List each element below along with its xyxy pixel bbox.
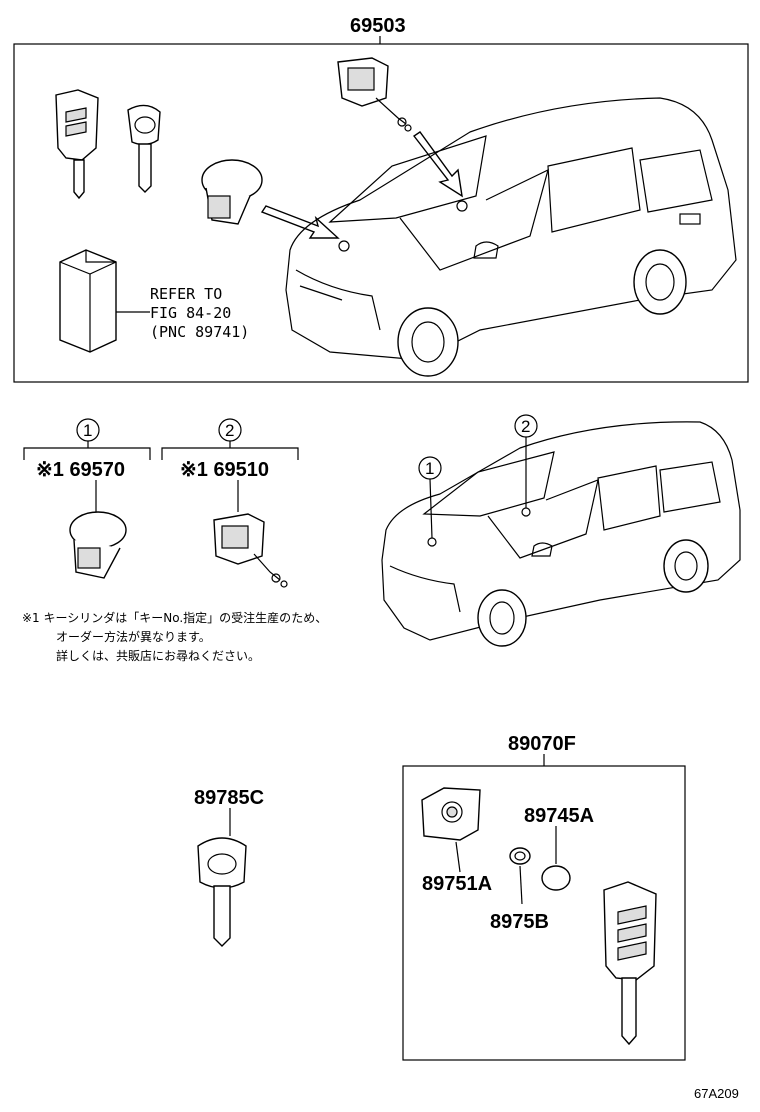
bracket-1 bbox=[23, 441, 151, 460]
label-89751A[interactable]: 89751A bbox=[422, 873, 492, 895]
assembly-box-69503 bbox=[13, 43, 749, 383]
leader-8975B bbox=[519, 865, 523, 905]
arrow-icon bbox=[412, 131, 463, 198]
arrow-icon bbox=[260, 205, 340, 239]
callout-1-vehicle: 1 bbox=[425, 459, 434, 478]
callout-1-label: 1 bbox=[83, 421, 92, 440]
label-69570[interactable]: ※1 69570 bbox=[36, 459, 125, 481]
flip-key-icon[interactable] bbox=[55, 89, 99, 200]
bracket-2 bbox=[161, 441, 299, 460]
label-69510[interactable]: ※1 69510 bbox=[180, 459, 269, 481]
lock-cylinder-icon[interactable] bbox=[69, 511, 127, 579]
seal-ring-icon[interactable] bbox=[509, 847, 531, 865]
door-lock-assembly-icon[interactable] bbox=[213, 513, 288, 588]
vehicle-outline-icon bbox=[285, 97, 737, 377]
label-89070F[interactable]: 89070F bbox=[508, 733, 576, 755]
vehicle-outline-icon bbox=[381, 421, 741, 647]
lock-cylinder-icon[interactable] bbox=[201, 159, 263, 225]
callout-2-label: 2 bbox=[225, 421, 234, 440]
leader-89751A bbox=[455, 841, 461, 873]
door-lock-assembly-icon[interactable] bbox=[337, 57, 412, 132]
assembly-box-89070F bbox=[402, 765, 686, 1061]
label-89785C[interactable]: 89785C bbox=[194, 787, 264, 809]
label-89745A[interactable]: 89745A bbox=[524, 805, 594, 827]
blade-key-icon[interactable] bbox=[197, 837, 247, 947]
battery-icon[interactable] bbox=[541, 865, 571, 891]
note-line3: 詳しくは、共販店にお尋ねください。 bbox=[56, 648, 260, 663]
leader-callout-1 bbox=[429, 478, 433, 539]
figure-code: 67A209 bbox=[694, 1086, 739, 1101]
refer-line1: REFER TO bbox=[150, 285, 222, 303]
label-69503[interactable]: 69503 bbox=[350, 15, 406, 37]
ecu-module-icon[interactable] bbox=[59, 249, 117, 353]
key-cover-icon[interactable] bbox=[421, 787, 481, 841]
note-line2: オーダー方法が異なります。 bbox=[56, 629, 211, 644]
note-line1: ※1 キーシリンダは「キーNo.指定」の受注生産のため、 bbox=[22, 610, 327, 625]
blade-key-icon[interactable] bbox=[127, 104, 161, 193]
refer-line3[interactable]: (PNC 89741) bbox=[150, 323, 249, 341]
flip-key-icon[interactable] bbox=[603, 881, 657, 1046]
refer-line2[interactable]: FIG 84-20 bbox=[150, 304, 231, 322]
label-8975B[interactable]: 8975B bbox=[490, 911, 549, 933]
callout-2-vehicle: 2 bbox=[521, 417, 530, 436]
